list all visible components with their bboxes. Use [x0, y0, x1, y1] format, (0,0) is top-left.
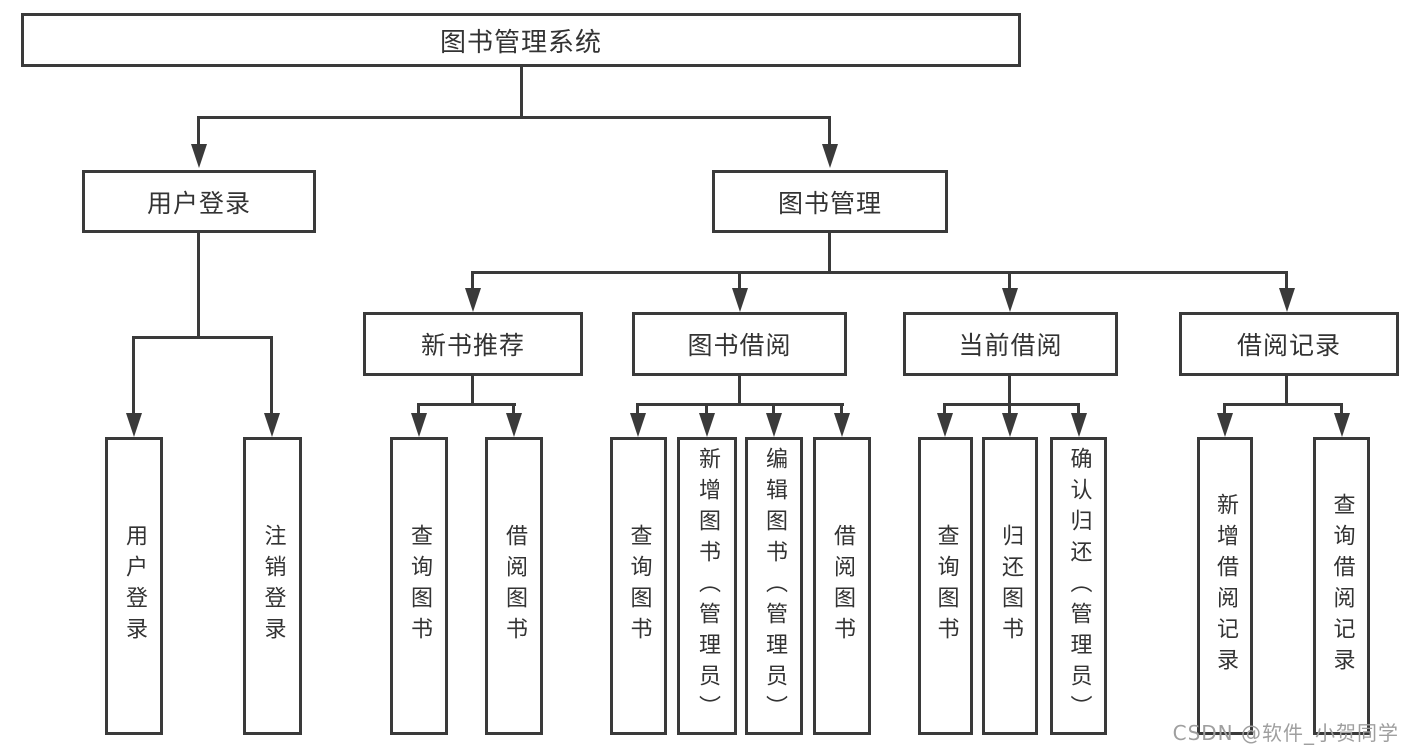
level3-node-label: 图书借阅 — [687, 331, 792, 360]
connector-group-bar — [1223, 403, 1343, 406]
arrow-down-icon — [699, 413, 715, 437]
connector-arrow-stem — [132, 336, 135, 418]
leaf-node-add-books-admin: 新增图书（管理员） — [677, 437, 737, 735]
arrow-down-icon — [506, 413, 522, 437]
leaf-node-label: 借阅图书 — [830, 524, 855, 648]
connector-arrow-stem — [1008, 403, 1011, 418]
leaf-node-label: 查询借阅记录 — [1329, 493, 1355, 679]
level2-node-label: 用户登录 — [146, 188, 251, 218]
level3-node-label: 新书推荐 — [420, 331, 525, 360]
connector-arrow-stem — [1223, 403, 1226, 418]
leaf-node-query-borrow-record: 查询借阅记录 — [1313, 437, 1370, 735]
leaf-node-label: 查询图书 — [933, 524, 959, 648]
connector-group-stem — [471, 376, 474, 406]
connector-arrow-stem — [705, 403, 708, 418]
arrow-down-icon — [465, 288, 481, 312]
leaf-node-label: 新增借阅记录 — [1213, 493, 1238, 679]
leaf-node-label: 确认归还（管理员） — [1066, 446, 1092, 726]
arrow-down-icon — [411, 413, 427, 437]
level2-node-label: 图书管理 — [777, 188, 882, 218]
arrow-down-icon — [732, 288, 748, 312]
leaf-node-label: 新增图书（管理员） — [695, 446, 720, 726]
leaf-node-return-books: 归还图书 — [982, 437, 1038, 735]
connector-arrow-stem — [1285, 271, 1288, 295]
connector-user-login-bar — [132, 336, 273, 339]
arrow-down-icon — [834, 413, 850, 437]
level3-node-label: 当前借阅 — [958, 331, 1063, 360]
root-node-library-system: 图书管理系统 — [21, 13, 1021, 67]
connector-arrow-stem — [772, 403, 775, 418]
arrow-down-icon — [1217, 413, 1233, 437]
arrow-down-icon — [1334, 413, 1350, 437]
connector-arrow-stem — [1008, 271, 1011, 295]
arrow-down-icon — [264, 413, 280, 437]
connector-arrow-stem — [943, 403, 946, 418]
level3-node-new-book-recommendation: 新书推荐 — [363, 312, 583, 376]
leaf-node-user-login: 用户登录 — [105, 437, 163, 735]
connector-arrow-stem — [840, 403, 843, 418]
connector-arrow-stem — [471, 271, 474, 295]
leaf-node-borrow-books: 借阅图书 — [813, 437, 871, 735]
leaf-node-add-borrow-record: 新增借阅记录 — [1197, 437, 1253, 735]
root-node-label: 图书管理系统 — [439, 27, 602, 58]
connector-group-bar — [943, 403, 1080, 406]
leaf-node-query-books-current: 查询图书 — [918, 437, 973, 735]
arrow-down-icon — [1002, 413, 1018, 437]
connector-level2-bar — [197, 116, 831, 119]
connector-level3-bar — [471, 271, 1288, 274]
leaf-node-edit-books-admin: 编辑图书（管理员） — [745, 437, 803, 735]
leaf-node-label: 借阅图书 — [502, 524, 527, 648]
connector-book-management-stem — [828, 233, 831, 274]
level3-node-label: 借阅记录 — [1236, 331, 1341, 360]
level2-node-user-login: 用户登录 — [82, 170, 316, 233]
leaf-node-label: 查询图书 — [407, 524, 432, 648]
leaf-node-query-books-borrowing: 查询图书 — [610, 437, 667, 735]
connector-group-bar — [417, 403, 516, 406]
connector-group-bar — [636, 403, 844, 406]
level2-node-book-management: 图书管理 — [712, 170, 948, 233]
connector-arrow-stem — [636, 403, 639, 418]
connector-group-stem — [1008, 376, 1011, 406]
csdn-watermark: CSDN @软件_小贺同学 — [1172, 721, 1399, 745]
connector-arrow-stem — [197, 116, 200, 150]
connector-user-login-stem — [197, 233, 200, 339]
connector-root-stem — [520, 67, 523, 119]
leaf-node-label: 查询图书 — [626, 524, 652, 648]
arrow-down-icon — [1002, 288, 1018, 312]
connector-arrow-stem — [512, 403, 515, 418]
arrow-down-icon — [191, 144, 207, 168]
level3-node-current-borrowing: 当前借阅 — [903, 312, 1118, 376]
connector-arrow-stem — [270, 336, 273, 418]
connector-group-stem — [1285, 376, 1288, 406]
connector-arrow-stem — [1077, 403, 1080, 418]
leaf-node-query-books-recommend: 查询图书 — [390, 437, 448, 735]
leaf-node-label: 用户登录 — [122, 524, 147, 648]
arrow-down-icon — [126, 413, 142, 437]
leaf-node-label: 注销登录 — [260, 524, 286, 648]
arrow-down-icon — [766, 413, 782, 437]
arrow-down-icon — [630, 413, 646, 437]
connector-group-stem — [738, 376, 741, 406]
connector-arrow-stem — [828, 116, 831, 150]
level3-node-borrowing-records: 借阅记录 — [1179, 312, 1399, 376]
connector-arrow-stem — [417, 403, 420, 418]
leaf-node-borrow-books-recommend: 借阅图书 — [485, 437, 543, 735]
level3-node-book-borrowing: 图书借阅 — [632, 312, 847, 376]
leaf-node-confirm-return-admin: 确认归还（管理员） — [1050, 437, 1107, 735]
arrow-down-icon — [937, 413, 953, 437]
connector-arrow-stem — [1340, 403, 1343, 418]
leaf-node-label: 编辑图书（管理员） — [762, 446, 787, 726]
leaf-node-logout: 注销登录 — [243, 437, 302, 735]
leaf-node-label: 归还图书 — [998, 524, 1023, 648]
arrow-down-icon — [1071, 413, 1087, 437]
arrow-down-icon — [822, 144, 838, 168]
connector-arrow-stem — [738, 271, 741, 295]
arrow-down-icon — [1279, 288, 1295, 312]
